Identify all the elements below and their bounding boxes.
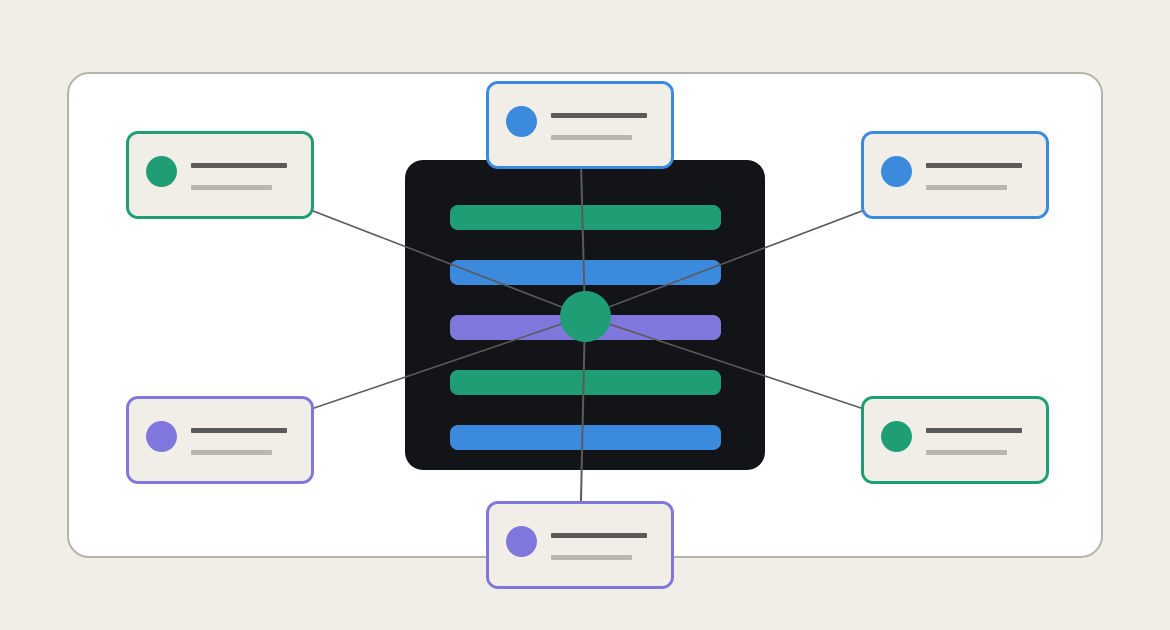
node-dot bbox=[506, 526, 537, 557]
hub-node bbox=[560, 291, 611, 342]
panel-bar-4 bbox=[450, 370, 721, 395]
node-subtitle-line bbox=[191, 450, 272, 455]
node-title-line bbox=[191, 163, 287, 168]
panel-bar-1 bbox=[450, 205, 721, 230]
node-title-line bbox=[926, 163, 1022, 168]
node-title-line bbox=[551, 533, 647, 538]
node-card-bottom bbox=[486, 501, 674, 589]
node-card-bottom-left bbox=[126, 396, 314, 484]
node-title-line bbox=[551, 113, 647, 118]
node-title-line bbox=[191, 428, 287, 433]
node-dot bbox=[146, 421, 177, 452]
node-card-top bbox=[486, 81, 674, 169]
node-subtitle-line bbox=[551, 135, 632, 140]
node-card-bottom-right bbox=[861, 396, 1049, 484]
node-card-top-left bbox=[126, 131, 314, 219]
node-dot bbox=[881, 156, 912, 187]
node-subtitle-line bbox=[191, 185, 272, 190]
node-title-line bbox=[926, 428, 1022, 433]
panel-bar-5 bbox=[450, 425, 721, 450]
node-subtitle-line bbox=[551, 555, 632, 560]
node-card-top-right bbox=[861, 131, 1049, 219]
node-subtitle-line bbox=[926, 450, 1007, 455]
node-dot bbox=[881, 421, 912, 452]
node-dot bbox=[146, 156, 177, 187]
node-subtitle-line bbox=[926, 185, 1007, 190]
panel-bar-2 bbox=[450, 260, 721, 285]
node-dot bbox=[506, 106, 537, 137]
